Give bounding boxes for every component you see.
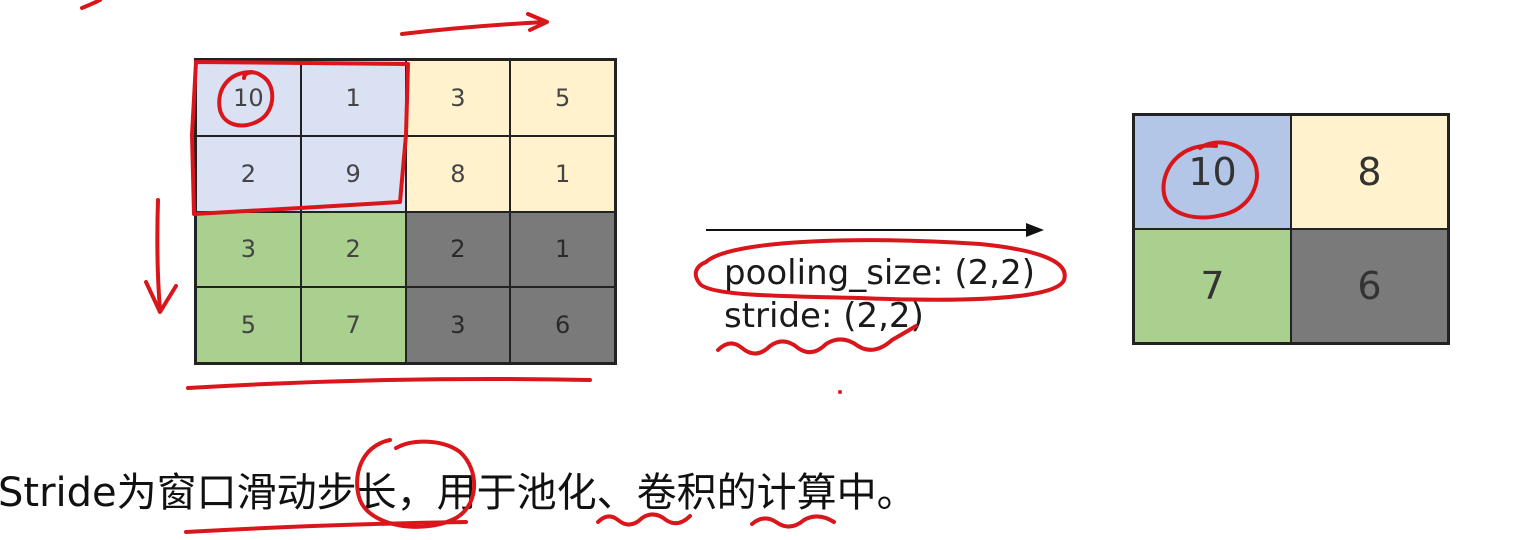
pooling-params: pooling_size: (2,2) stride: (2,2) xyxy=(724,252,1035,338)
input-cell: 3 xyxy=(405,60,511,136)
arrow-head xyxy=(1026,223,1044,237)
input-cell: 7 xyxy=(300,287,406,363)
input-cell: 8 xyxy=(405,135,511,212)
output-cell: 8 xyxy=(1291,115,1448,229)
pooling-size-label: pooling_size: (2,2) xyxy=(724,253,1035,293)
stride-label: stride: (2,2) xyxy=(724,296,924,336)
input-cell: 3 xyxy=(196,211,301,288)
input-cell: 1 xyxy=(510,135,615,212)
output-cell: 10 xyxy=(1134,115,1291,229)
output-cell: 6 xyxy=(1291,229,1448,343)
input-cell: 3 xyxy=(405,287,511,363)
input-cell: 5 xyxy=(510,60,615,136)
caption-text: Stride为窗口滑动步长，用于池化、卷积的计算中。 xyxy=(0,470,917,516)
input-cell: 1 xyxy=(510,211,615,288)
input-cell: 2 xyxy=(405,211,511,288)
input-cell: 5 xyxy=(196,287,301,363)
input-cell: 6 xyxy=(510,287,615,363)
output-cell: 7 xyxy=(1134,229,1291,343)
input-cell: 2 xyxy=(300,211,406,288)
